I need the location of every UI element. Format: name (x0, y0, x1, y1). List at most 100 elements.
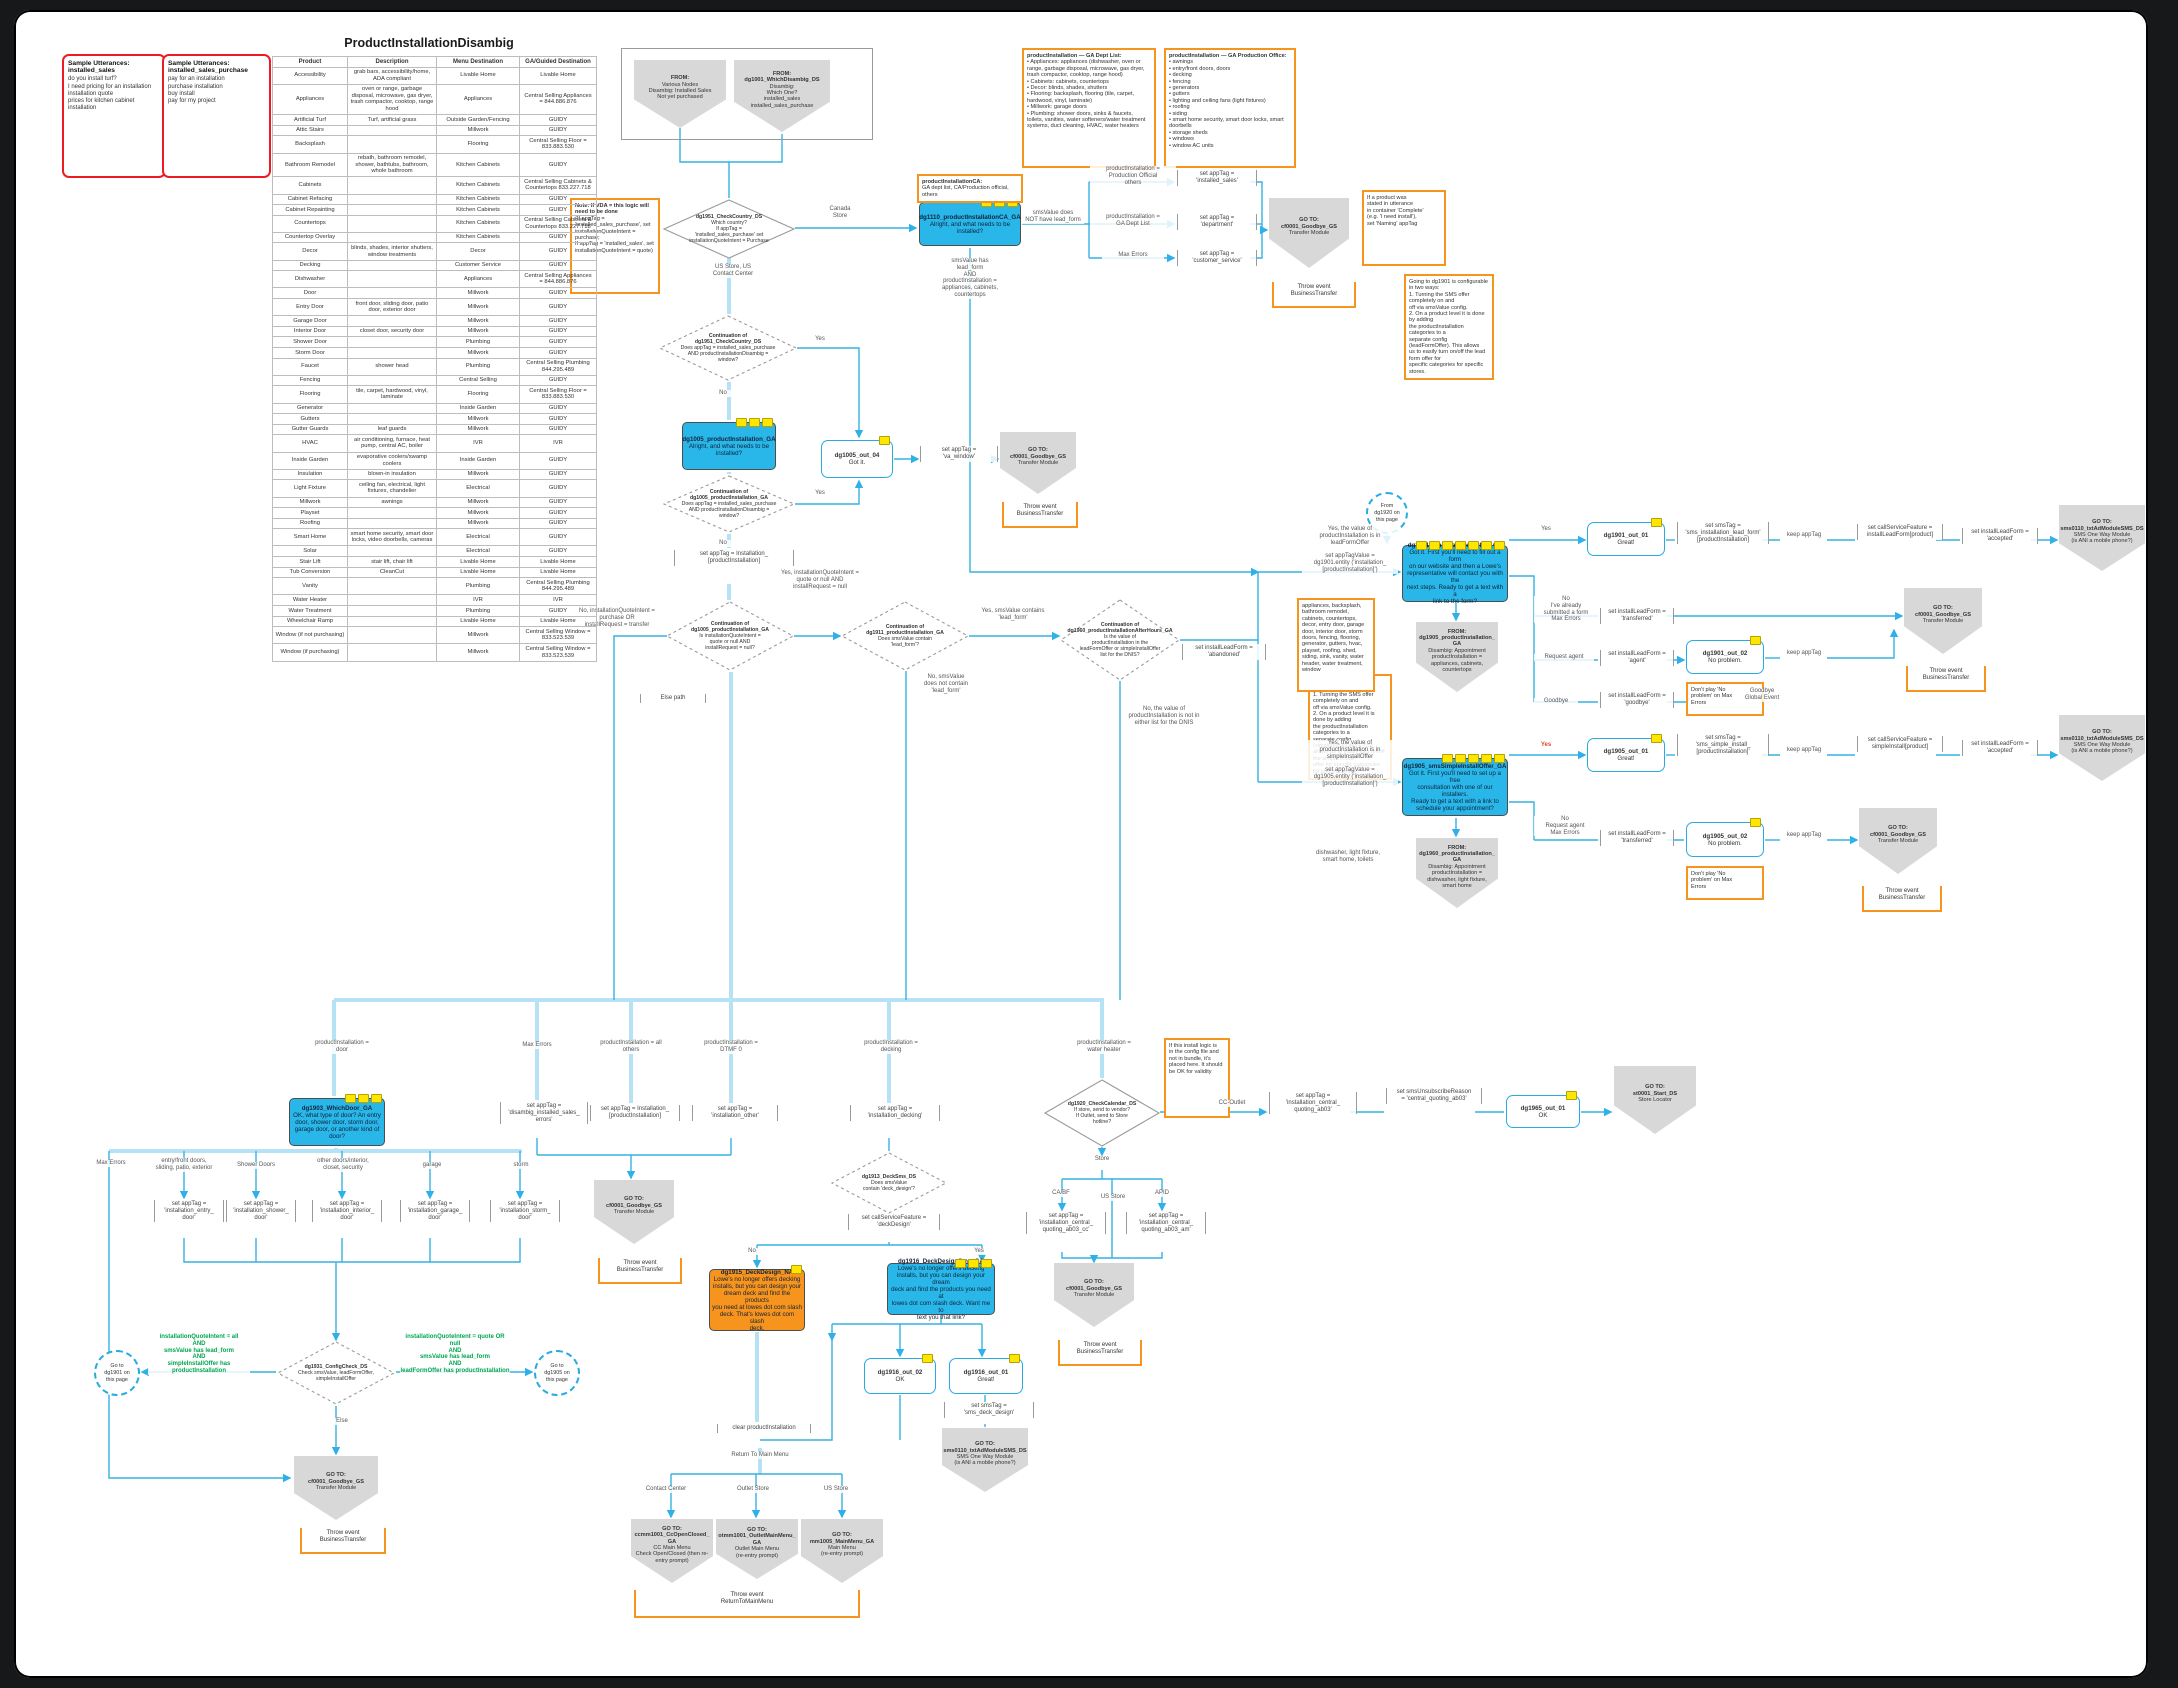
tag-chip-icon (1750, 636, 1761, 645)
tag-chips (1009, 1354, 1020, 1363)
goto-cc-mainmenu-title: GO TO: ccmm1001_CcOpenClosed_ GA (634, 1525, 710, 1545)
goto-sms0110-1-text: SMS One Way Module (is ANI a mobile phon… (2071, 532, 2133, 545)
condition-label: garage (412, 1162, 452, 1169)
table-cell: closet door, security door (347, 325, 437, 338)
dg1005-continuation[interactable]: Continuation of dg1005_productInstallati… (664, 476, 794, 532)
tag-chips (345, 1094, 382, 1103)
goto-dg1901-circle[interactable]: Go to dg1901 on this page (94, 1350, 140, 1396)
note-productinstallationca-text: GA dept list, CA/Production official, ot… (922, 185, 1009, 198)
action-label: set smsTag = 'sms_simple_install_ [produ… (1677, 734, 1769, 757)
table-cell: Central Selling Appliances = 844.886.876 (519, 83, 597, 116)
condition-label: No (712, 390, 734, 397)
goto-dg1901-circle-text: Go to dg1901 on this page (104, 1362, 130, 1383)
dg1960-offer-check[interactable]: Continuation of dg1960_productInstallati… (1061, 600, 1179, 680)
table-cell: Faucet (272, 357, 348, 376)
table-cell: GUIDY (519, 451, 597, 470)
dg1110-productinstallationca-ga-title: dg1110_productInstallationCA_GA (919, 213, 1021, 221)
action-label: set installLeadForm = 'transferred' (1600, 830, 1674, 846)
tag-chip-icon (1442, 754, 1453, 763)
table-cell: Millwork (436, 517, 520, 530)
goto-cc-mainmenu-text: CC Main Menu Check Open/Closed (then re-… (635, 1545, 709, 1564)
table-cell: GUIDY (519, 336, 597, 348)
table-cell: IVR (519, 594, 597, 607)
dg1901-out-01-title: dg1901_out_01 (1603, 532, 1649, 539)
action-label: set appTag = 'installation_central_ quot… (1269, 1092, 1357, 1115)
action-label: set installLeadForm = 'agent' (1600, 650, 1674, 666)
table-cell: Livable Home (519, 66, 597, 85)
action-label: set appTag = 'installation_garage_ door' (400, 1200, 470, 1223)
condition-label: Yes, installationQuoteIntent = quote or … (772, 570, 868, 591)
dg1901-out-02-text: No problem. (1708, 657, 1742, 664)
table-cell: Central Selling Floor = 833.883.530 (519, 385, 597, 404)
goto-goodbye-7-text: Transfer Module (315, 1485, 357, 1492)
table-cell: blown-in insulation (347, 468, 437, 481)
table-cell (347, 231, 437, 244)
condition-label: Yes, smsValue contains 'lead_form' (966, 608, 1060, 622)
table-cell: GUIDY (519, 479, 597, 498)
from-which-disambig-text: Disambig: Which One? installed_sales ins… (750, 83, 814, 109)
table-cell: Central Selling (436, 374, 520, 387)
goto-sms0110-3-title: GO TO: sms0110_txtAdModuleSMS_DS (943, 1441, 1027, 1454)
goto-sms0110-2-title: GO TO: sms0110_txtAdModuleSMS_DS (2060, 729, 2144, 742)
table-cell: Millwork (436, 315, 520, 327)
condition-label: US Store, US Contact Center (700, 264, 766, 278)
table-cell: Garage Door (272, 315, 348, 327)
condition-label: smsValue does NOT have lead_form (1022, 210, 1084, 224)
table-cell: blinds, shades, interior shutters, windo… (347, 242, 437, 261)
dg1005-continuation-quote[interactable]: Continuation of dg1005_productInstallati… (667, 602, 793, 670)
condition-label: No (712, 540, 734, 547)
table-cell: leaf guards (347, 423, 437, 436)
condition-label: No, the value of productInstallation is … (1124, 706, 1204, 727)
dg1931-configcheck-ds-title: dg1931_ConfigCheck_DS (304, 1364, 368, 1370)
table-cell: Kitchen Cabinets (436, 193, 520, 206)
table-cell: GUIDY (519, 152, 597, 178)
goto-dg1905-circle-text: Go to dg1905 on this page (544, 1362, 570, 1383)
table-cell: Decor (436, 242, 520, 261)
table-cell (347, 336, 437, 348)
condition-label: productInstallation = decking (852, 1040, 930, 1054)
condition-label: productInstallation = water heater (1062, 1040, 1146, 1054)
table-cell: Bathroom Remodel (272, 152, 348, 178)
throw-event-bracket: Throw event BusinessTransfer (1058, 1340, 1142, 1366)
table-cell (347, 193, 437, 206)
dg1931-configcheck-ds-text: Check smsValue, leadFormOffer, simpleIns… (298, 1370, 374, 1382)
goto-dg1905-circle[interactable]: Go to dg1905 on this page (534, 1350, 580, 1396)
dg1911-sms-check[interactable]: Continuation of dg1911_productInstallati… (842, 602, 968, 670)
